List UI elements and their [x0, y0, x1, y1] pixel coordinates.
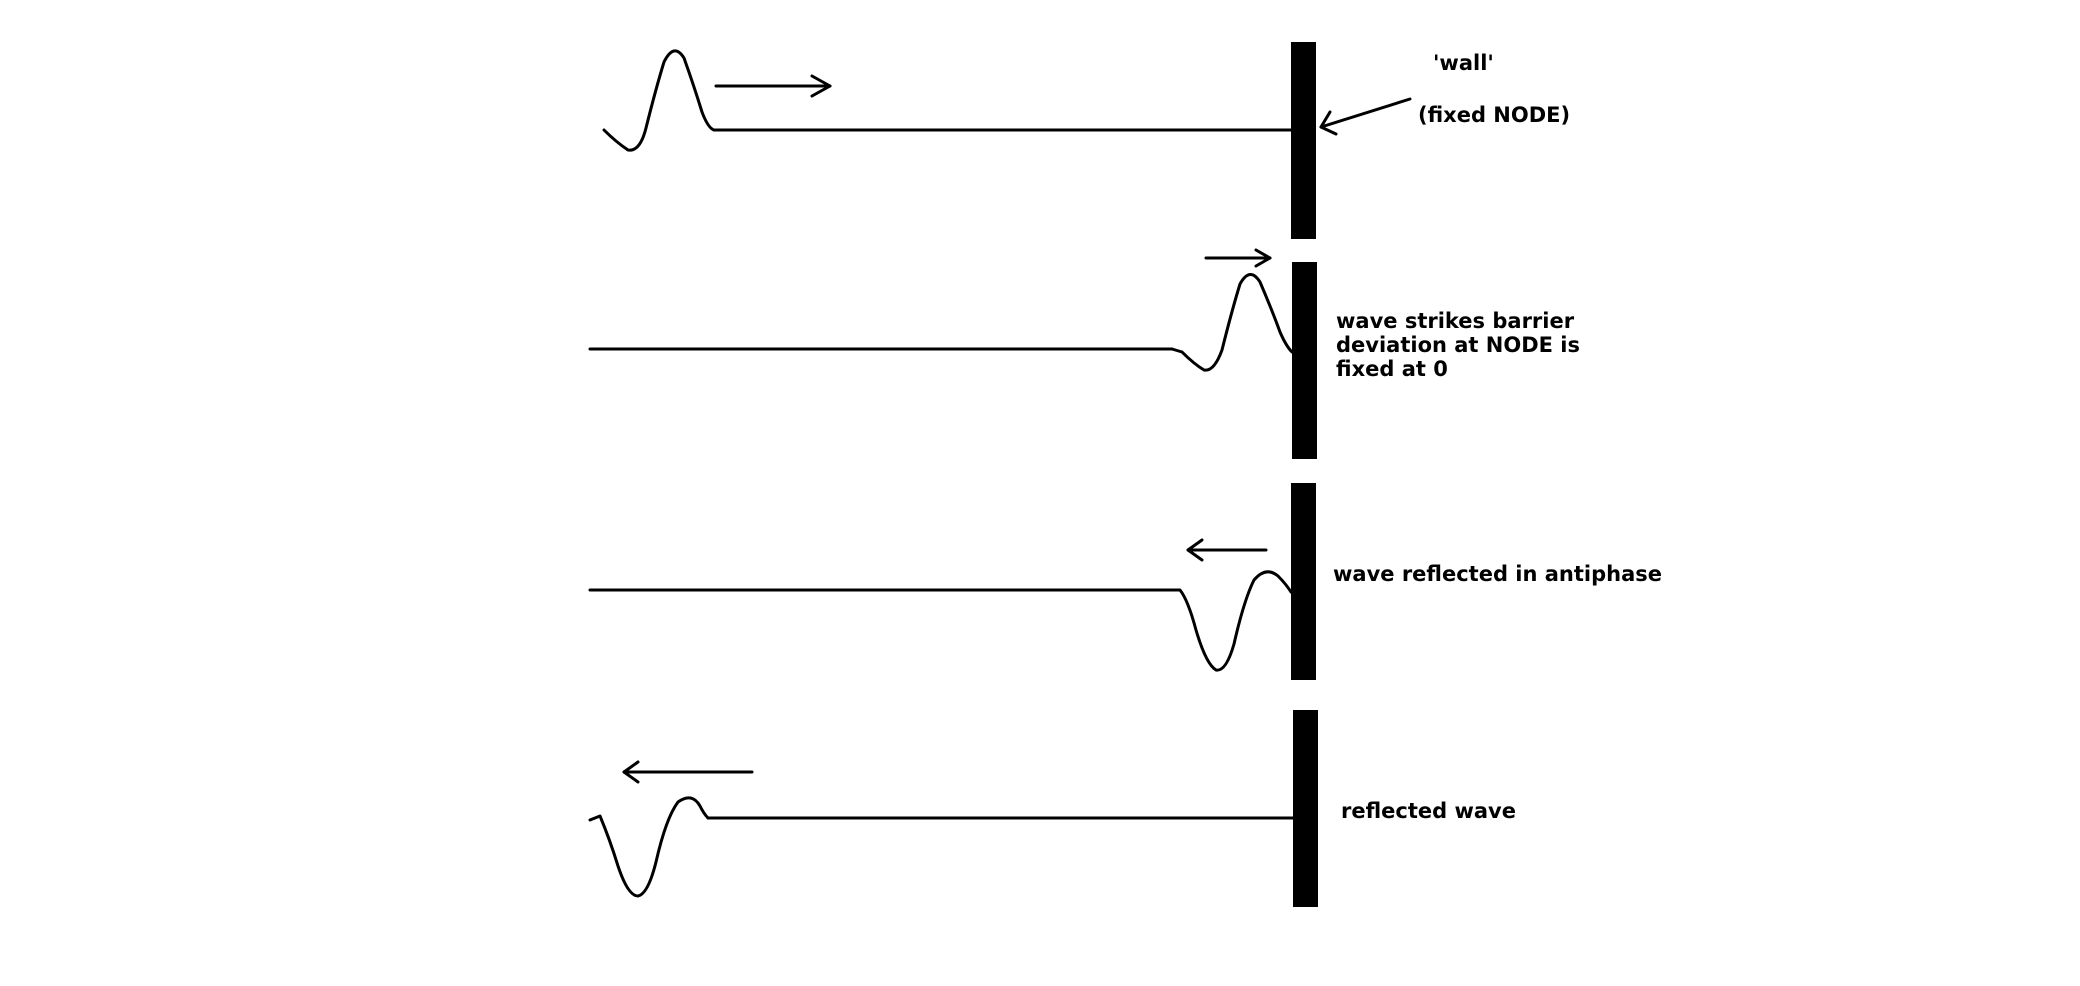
right-arrow-icon: [714, 74, 832, 98]
wall-barrier-4: [1293, 710, 1318, 907]
panel-antiphase-reflection: wave reflected in antiphase: [588, 483, 1662, 680]
wall-barrier-3: [1291, 483, 1316, 680]
left-arrow-icon: [1186, 538, 1268, 562]
left-arrow-icon: [622, 760, 754, 784]
panel-reflected-wave: reflected wave: [588, 710, 1516, 907]
strike-caption-line-1: wave strikes barrier: [1336, 309, 1575, 333]
right-arrow-icon: [1204, 248, 1272, 268]
striking-wave-pulse: [1170, 273, 1294, 372]
fixed-node-label: (fixed NODE): [1418, 103, 1570, 127]
reflected-caption: reflected wave: [1341, 799, 1516, 823]
panel-wave-strikes-barrier: wave strikes barrier deviation at NODE i…: [588, 248, 1580, 459]
wall-label: 'wall': [1433, 51, 1494, 75]
node-pointer-arrow-icon: [1319, 97, 1412, 136]
incident-wave-pulse: [602, 49, 716, 152]
antiphase-caption: wave reflected in antiphase: [1333, 562, 1662, 586]
strike-caption-line-3: fixed at 0: [1336, 357, 1448, 381]
panel-incident-wave: 'wall' (fixed NODE): [602, 42, 1570, 239]
reflected-wave-pulse: [588, 796, 710, 898]
antiphase-wave-pulse: [1170, 570, 1293, 672]
wall-barrier-1: [1291, 42, 1316, 239]
wall-barrier-2: [1292, 262, 1317, 459]
strike-caption-line-2: deviation at NODE is: [1336, 333, 1580, 357]
